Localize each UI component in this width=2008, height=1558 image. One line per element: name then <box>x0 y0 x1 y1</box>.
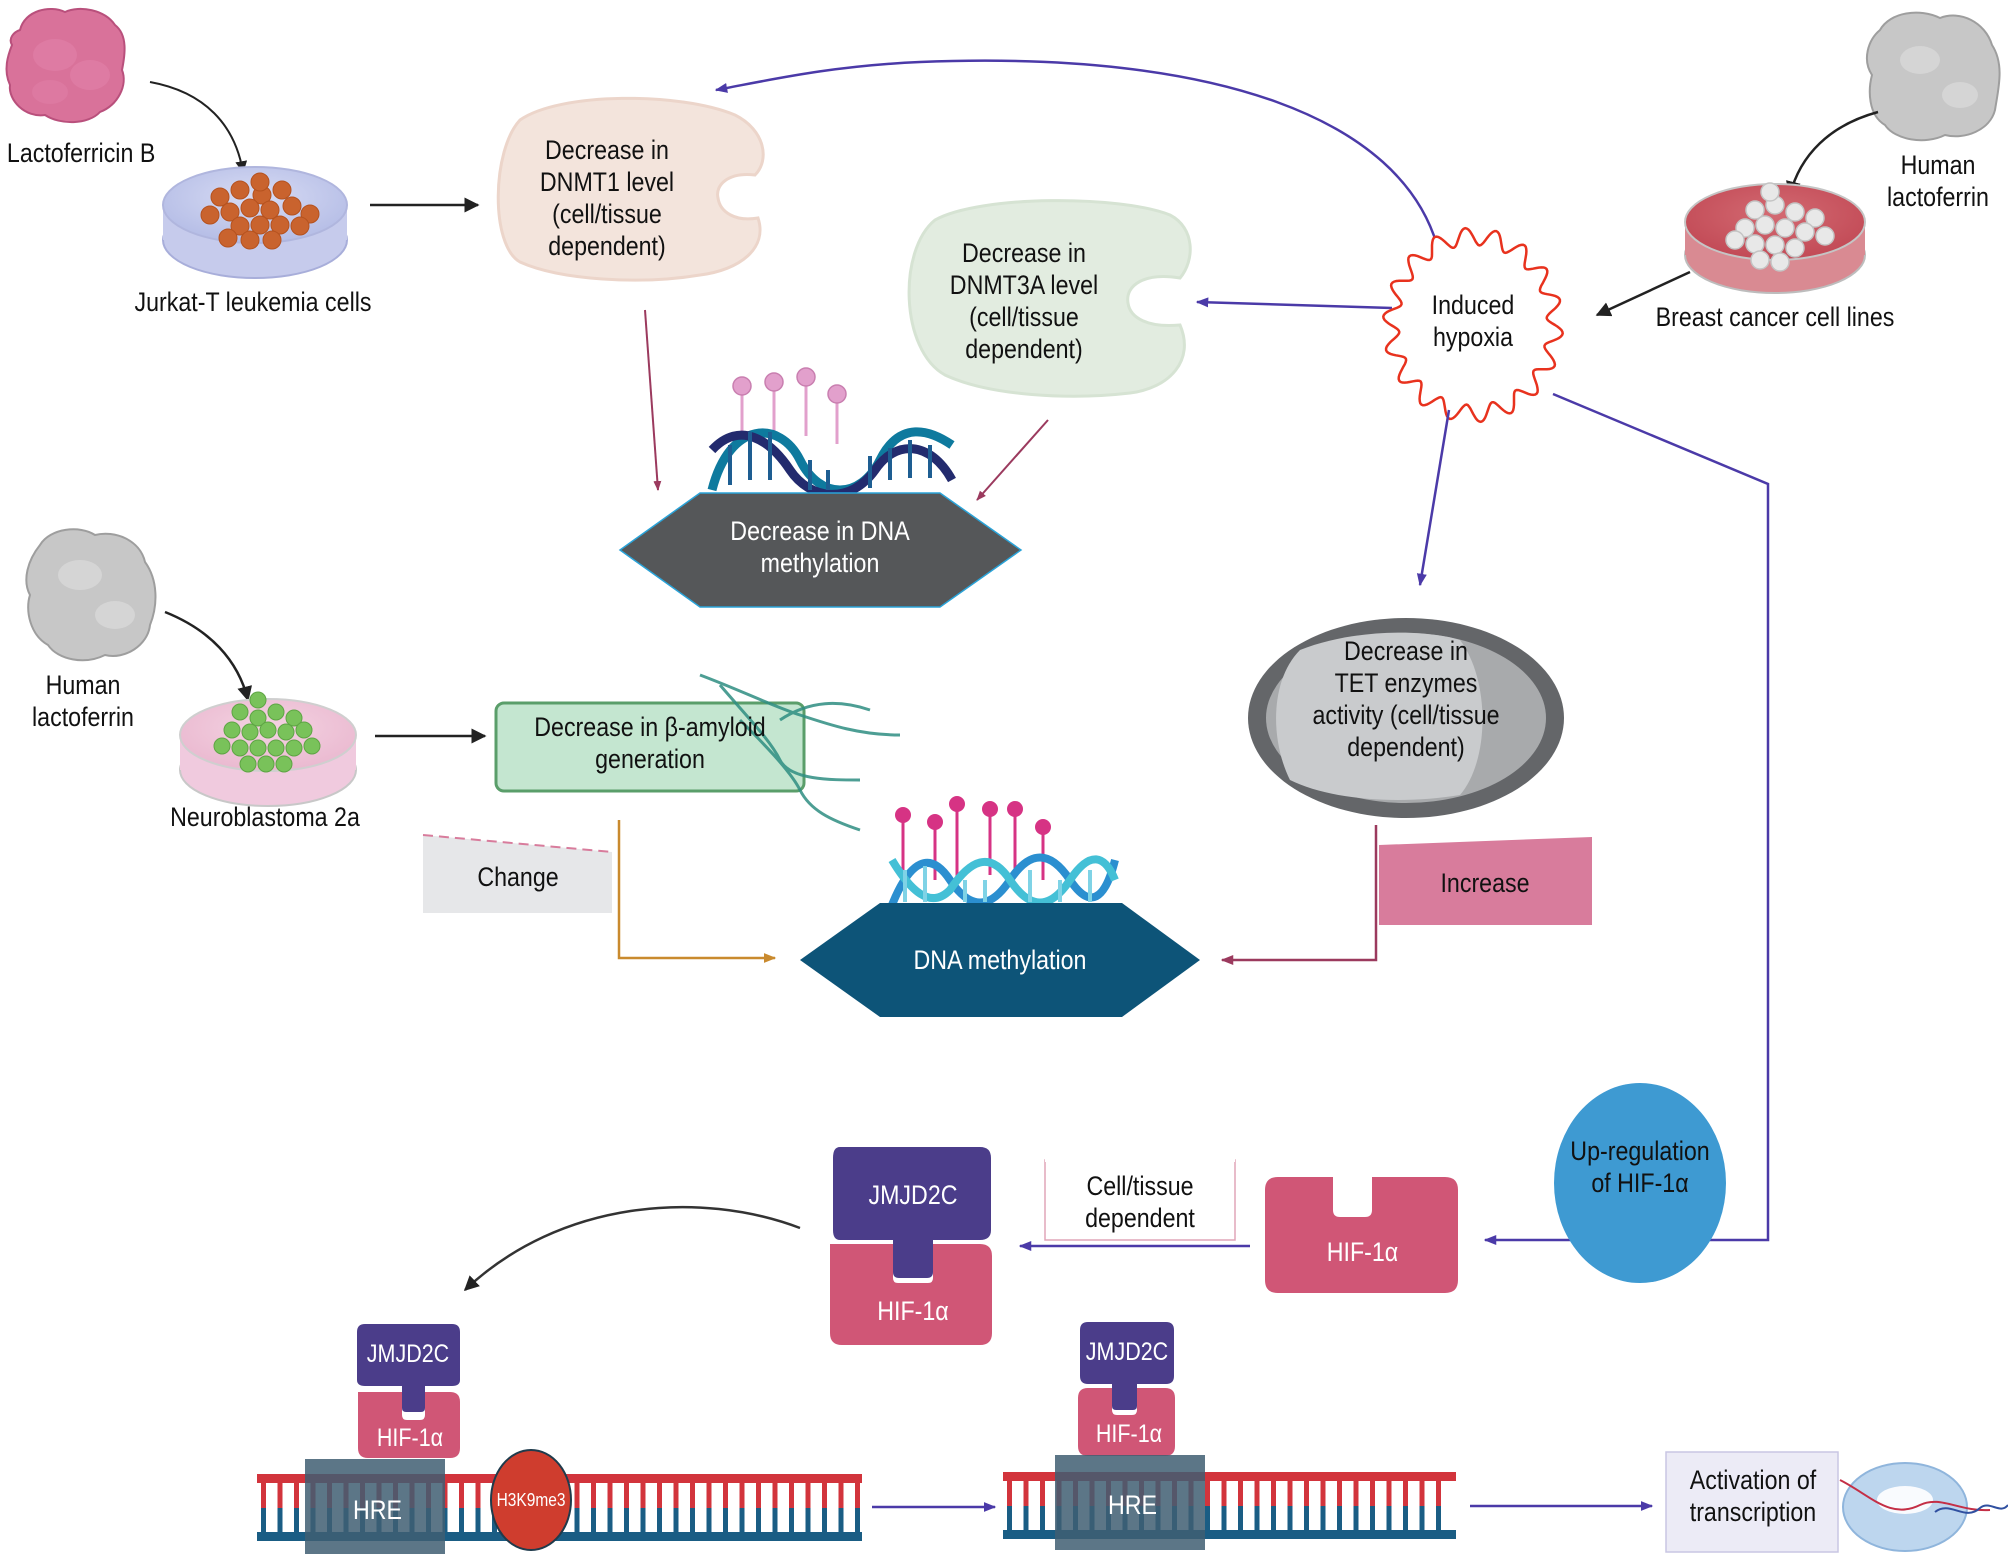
arrow-lactoferrin-to-neuro-dish <box>164 610 252 702</box>
ddm-line-1: Decrease in DNA <box>730 516 910 546</box>
dna-methylation-hexagon <box>800 903 1200 1017</box>
amyloid-fibrils-icon <box>699 673 901 832</box>
upreg-line-2: of HIF-1α <box>1591 1167 1689 1198</box>
change-shape <box>423 835 612 913</box>
upreg-line-1: Up-regulation <box>1570 1136 1710 1166</box>
dnmt1-line-3: (cell/tissue <box>552 198 662 229</box>
dnmt1-line-1: Decrease in <box>545 135 669 165</box>
bound-left-hif-label: HIF-1α <box>376 1424 444 1452</box>
bound-complex-left <box>357 1324 460 1458</box>
dnmt3a-label: Decrease in DNMT3A level (cell/tissue de… <box>938 238 1110 365</box>
neuroblastoma-label: Neuroblastoma 2a <box>170 802 360 832</box>
hl-left-line-1: Human <box>45 670 121 700</box>
jurkat-cells-label: Jurkat-T leukemia cells <box>134 287 372 317</box>
tet-line-2: TET enzymes <box>1334 667 1478 698</box>
change-label: Change <box>477 862 559 892</box>
h3k9me3-histone <box>490 1449 572 1551</box>
lactoferricin-b-label: Lactoferricin B <box>6 138 156 168</box>
hypoxia-label: Induced hypoxia <box>1413 290 1533 354</box>
tet-enzyme-oval <box>1248 618 1564 818</box>
dnmt3a-line-1: Decrease in <box>962 238 1086 268</box>
ddm-line-2: methylation <box>760 547 880 578</box>
hl-right-line-2: lactoferrin <box>1887 181 1989 212</box>
arrow-lactoferricin-to-dish <box>149 81 248 174</box>
cell-tissue-line-2: dependent <box>1085 1202 1195 1233</box>
cell-tissue-box <box>1044 1159 1236 1241</box>
bound-left-hre-label: HRE <box>352 1495 403 1525</box>
human-lactoferrin-left-label: Human lactoferrin <box>23 670 143 734</box>
complex-jmjd2c-label: JMJD2C <box>868 1180 958 1210</box>
beta-amyloid-label: Decrease in β-amyloid generation <box>521 712 779 776</box>
complex-hif-label: HIF-1α <box>877 1296 949 1326</box>
tet-line-3: activity (cell/tissue <box>1312 699 1500 730</box>
breast-cancer-label: Breast cancer cell lines <box>1655 302 1895 332</box>
arrow-dnmt1-to-dna-methylation <box>644 309 662 491</box>
arrow-lactoferrin-to-breast-dish <box>1786 110 1879 197</box>
hl-left-line-2: lactoferrin <box>32 701 134 732</box>
arrow-hypoxia-to-tet <box>1416 409 1451 587</box>
jmjd2c-hif-complex <box>830 1147 992 1345</box>
arrow-hypoxia-to-dnmt1 <box>714 59 1439 246</box>
arrow-amyloid-to-dna-methylation <box>617 820 777 963</box>
decrease-dna-methylation-label: Decrease in DNA methylation <box>700 516 941 580</box>
hypoxia-line-1: Induced <box>1431 290 1515 320</box>
tet-line-1: Decrease in <box>1344 636 1468 666</box>
upregulation-label: Up-regulation of HIF-1α <box>1566 1136 1714 1200</box>
tet-label: Decrease in TET enzymes activity (cell/t… <box>1294 636 1518 763</box>
human-lactoferrin-right-label: Human lactoferrin <box>1878 150 1998 214</box>
amyloid-line-2: generation <box>595 743 705 774</box>
dnmt3a-enzyme-shape <box>907 199 1192 398</box>
bound-right-hre-label: HRE <box>1107 1490 1158 1520</box>
amyloid-line-1: Decrease in β-amyloid <box>534 712 766 742</box>
hypoxia-line-2: hypoxia <box>1432 321 1514 352</box>
tet-line-4: dependent) <box>1347 731 1465 762</box>
hre-box-right <box>1055 1455 1205 1550</box>
bound-right-hif-label: HIF-1α <box>1095 1420 1163 1448</box>
arrow-dnmt3a-to-dna-methylation <box>976 419 1049 501</box>
petri-dish-breast-icon <box>1684 182 1866 294</box>
hypoxia-star-shape <box>1382 226 1564 424</box>
hif-free-shape <box>1265 1177 1458 1293</box>
upregulation-circle <box>1554 1083 1726 1283</box>
activation-label: Activation of transcription <box>1680 1465 1826 1529</box>
petri-dish-neuroblastoma-icon <box>179 691 357 807</box>
bound-left-jmjd2c-label: JMJD2C <box>366 1340 450 1368</box>
hre-box-left <box>305 1459 445 1554</box>
dnmt3a-line-3: (cell/tissue <box>969 301 1079 332</box>
dnmt1-label: Decrease in DNMT1 level (cell/tissue dep… <box>521 135 693 262</box>
decrease-dna-methylation-hexagon <box>618 492 1023 608</box>
bound-complex-right <box>1078 1322 1175 1456</box>
activation-line-2: transcription <box>1689 1496 1817 1527</box>
cell-tissue-line-1: Cell/tissue <box>1086 1171 1194 1201</box>
cell-tissue-label: Cell/tissue dependent <box>1071 1171 1209 1235</box>
hif-free-label: HIF-1α <box>1326 1237 1399 1267</box>
lactoferricin-b-icon <box>5 7 126 124</box>
increase-label: Increase <box>1440 868 1530 898</box>
beta-amyloid-box <box>494 701 806 793</box>
dna-methylation-label: DNA methylation <box>913 945 1087 975</box>
methylated-dna-helix-icon <box>707 367 956 499</box>
dnmt3a-line-2: DNMT3A level <box>949 269 1099 300</box>
arrow-complex-to-dna <box>463 1205 801 1292</box>
dnmt1-enzyme-shape <box>496 96 765 282</box>
rna-polymerase-icon <box>1839 1462 2008 1552</box>
dnmt1-line-2: DNMT1 level <box>539 166 675 197</box>
arrow-breast-to-hypoxia <box>1595 270 1691 317</box>
activation-box <box>1665 1451 1839 1553</box>
h3k9me3-label: H3K9me3 <box>496 1490 566 1510</box>
hl-right-line-1: Human <box>1900 150 1976 180</box>
arrow-hypoxia-to-dnmt3a <box>1195 297 1393 310</box>
petri-dish-jurkat-icon <box>162 166 348 279</box>
arrow-tet-to-dna-methylation <box>1220 825 1378 965</box>
methylated-dna-helix-2-icon <box>888 796 1119 907</box>
bound-right-jmjd2c-label: JMJD2C <box>1085 1338 1169 1366</box>
increase-shape <box>1379 837 1592 925</box>
dnmt3a-line-4: dependent) <box>965 333 1083 364</box>
human-lactoferrin-left-icon <box>25 528 157 662</box>
activation-line-1: Activation of <box>1689 1465 1817 1495</box>
human-lactoferrin-right-icon <box>1865 11 2001 142</box>
dnmt1-line-4: dependent) <box>548 230 666 261</box>
